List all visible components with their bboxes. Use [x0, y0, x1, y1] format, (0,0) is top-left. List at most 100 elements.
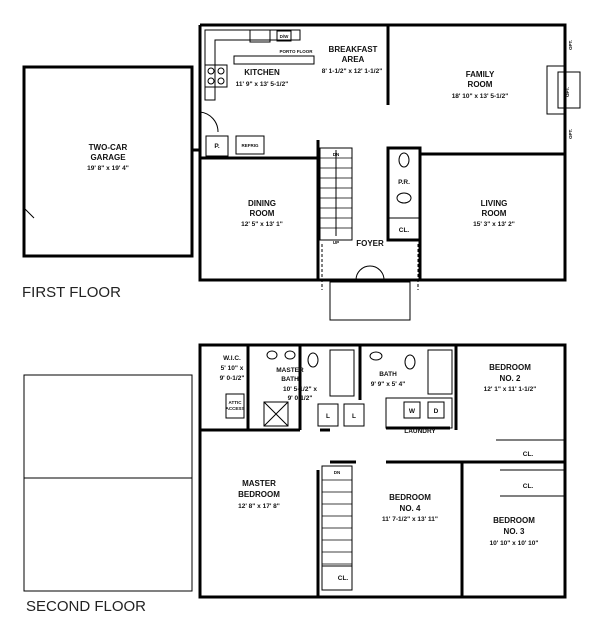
dw-label: D/W — [280, 34, 290, 39]
stair-up-label: UP — [333, 240, 339, 245]
master-bath-sink-2 — [284, 350, 296, 360]
bedroom4-dims: 11' 7-1/2" x 13' 11" — [382, 516, 438, 523]
breakfast-label-2: AREA — [342, 55, 365, 64]
family-label-2: ROOM — [468, 80, 493, 89]
master-bath-tub — [329, 349, 355, 397]
dryer — [427, 401, 445, 419]
pr-closet-label: CL. — [399, 227, 410, 234]
wic-dims-1: 5' 10" x — [221, 365, 244, 372]
first-floor: KITCHEN 11' 9" x 13' 5-1/2" BREAKFAST AR… — [22, 23, 581, 321]
stair-dn-label-2: DN — [334, 470, 341, 475]
master-bath-label: MASTER — [276, 367, 304, 374]
living-label: LIVING — [481, 199, 508, 208]
bedroom4-label: BEDROOM — [389, 493, 431, 502]
family-dims: 18' 10" x 13' 5-1/2" — [452, 93, 509, 100]
peninsula-label: PORTO FLOOR — [280, 49, 314, 54]
living-label-2: ROOM — [482, 209, 507, 218]
bedroom2-closet-label: CL. — [523, 451, 534, 458]
refrig-label: REFRIG — [241, 143, 259, 148]
washer-label: W — [409, 408, 416, 415]
dining-label: DINING — [248, 199, 276, 208]
opt-label-1: OPT. — [568, 40, 573, 50]
first-floor-exterior-wall — [192, 23, 567, 282]
stair-treads-2 — [322, 479, 352, 565]
garage-label-2: GARAGE — [90, 153, 126, 162]
bedroom3-label: BEDROOM — [493, 516, 535, 525]
attic-access — [225, 393, 245, 419]
foyer-dashed-line — [321, 244, 419, 290]
linen-closet-2 — [343, 403, 365, 427]
master-bath-dims-1: 10' 5-1/2" x — [283, 386, 317, 393]
master-bath-shower — [263, 401, 289, 427]
kitchen-dims: 11' 9" x 13' 5-1/2" — [236, 81, 289, 88]
pantry — [205, 135, 229, 157]
garage-outline — [22, 65, 194, 258]
second-floor-exterior-wall — [198, 343, 567, 599]
wic-dims-2: 9' 0-1/2" — [220, 375, 245, 382]
breakfast-label: BREAKFAST — [329, 45, 378, 54]
opt-label-2: OPT. — [568, 129, 573, 139]
family-label: FAMILY — [466, 70, 495, 79]
kitchen-peninsula — [233, 55, 315, 65]
bedroom2-label: BEDROOM — [489, 363, 531, 372]
kitchen-counter — [204, 29, 301, 101]
linen-1-label: L — [326, 413, 330, 420]
hall-bath-tub — [427, 349, 453, 395]
bedroom3-dims: 10' 10" x 10' 10" — [489, 540, 538, 547]
pr-toilet — [398, 152, 410, 168]
hall-bath-sink — [369, 351, 383, 361]
bedroom2-label-2: NO. 2 — [500, 374, 521, 383]
garage-house-door — [199, 111, 219, 133]
washer — [403, 401, 421, 419]
fireplace — [546, 65, 566, 115]
kitchen-range — [204, 64, 228, 88]
garage-label: TWO-CAR — [89, 143, 128, 152]
wic-label: W.I.C. — [223, 355, 241, 362]
garage-door — [23, 207, 35, 230]
master-bedroom-dims: 12' 8" x 17' 8" — [238, 503, 280, 510]
master-bedroom-label-2: BEDROOM — [238, 490, 280, 499]
master-bath-toilet — [307, 352, 319, 368]
first-floor-title: FIRST FLOOR — [22, 284, 121, 301]
linen-2-label: L — [352, 413, 356, 420]
master-bath-sink-1 — [266, 350, 278, 360]
front-door — [355, 265, 385, 281]
master-bath-dims-2: 9' 0-1/2" — [288, 395, 313, 402]
hall-bath-wall — [358, 345, 458, 430]
stair-closet-label: CL. — [338, 575, 349, 582]
bath-label: BATH — [379, 371, 397, 378]
pr-label: P.R. — [398, 179, 410, 186]
master-bedroom-label: MASTER — [242, 479, 276, 488]
garage-roof — [23, 374, 193, 592]
refrigerator — [235, 135, 265, 155]
dining-dims: 12' 5" x 13' 1" — [241, 221, 283, 228]
kitchen-sink — [249, 29, 271, 43]
master-bath-label-2: BATH — [281, 376, 299, 383]
dryer-label: D — [434, 408, 439, 415]
kitchen-dw — [276, 30, 292, 42]
kitchen-label: KITCHEN — [244, 68, 280, 77]
second-floor-title: SECOND FLOOR — [26, 598, 146, 615]
bedroom3-closet — [500, 469, 565, 497]
second-floor: W.I.C. 5' 10" x 9' 0-1/2" ATTIC ACCESS M… — [23, 343, 567, 615]
linen-closet-1 — [317, 403, 339, 427]
bedroom2-closet — [496, 439, 566, 462]
laundry-area — [385, 397, 453, 429]
laundry-label: LAUNDRY — [404, 428, 436, 435]
bedroom3-closet-label: CL. — [523, 483, 534, 490]
foyer-label: FOYER — [356, 239, 384, 248]
dining-label-2: ROOM — [250, 209, 275, 218]
bedroom4-top-wall — [330, 460, 464, 597]
fireplace-box — [557, 71, 581, 109]
first-floor-stair — [319, 147, 353, 241]
front-porch — [329, 281, 411, 321]
hall-bath-toilet — [404, 354, 416, 370]
pantry-label: P. — [214, 143, 219, 150]
pr-sink — [396, 192, 412, 204]
stair-dn-label: DN — [333, 152, 340, 157]
breakfast-dims: 8' 1-1/2" x 12' 1-1/2" — [322, 68, 383, 75]
bedroom3-label-2: NO. 3 — [504, 527, 525, 536]
garage-dims: 19' 8" x 19' 4" — [87, 165, 129, 172]
bedroom4-label-2: NO. 4 — [400, 504, 421, 513]
